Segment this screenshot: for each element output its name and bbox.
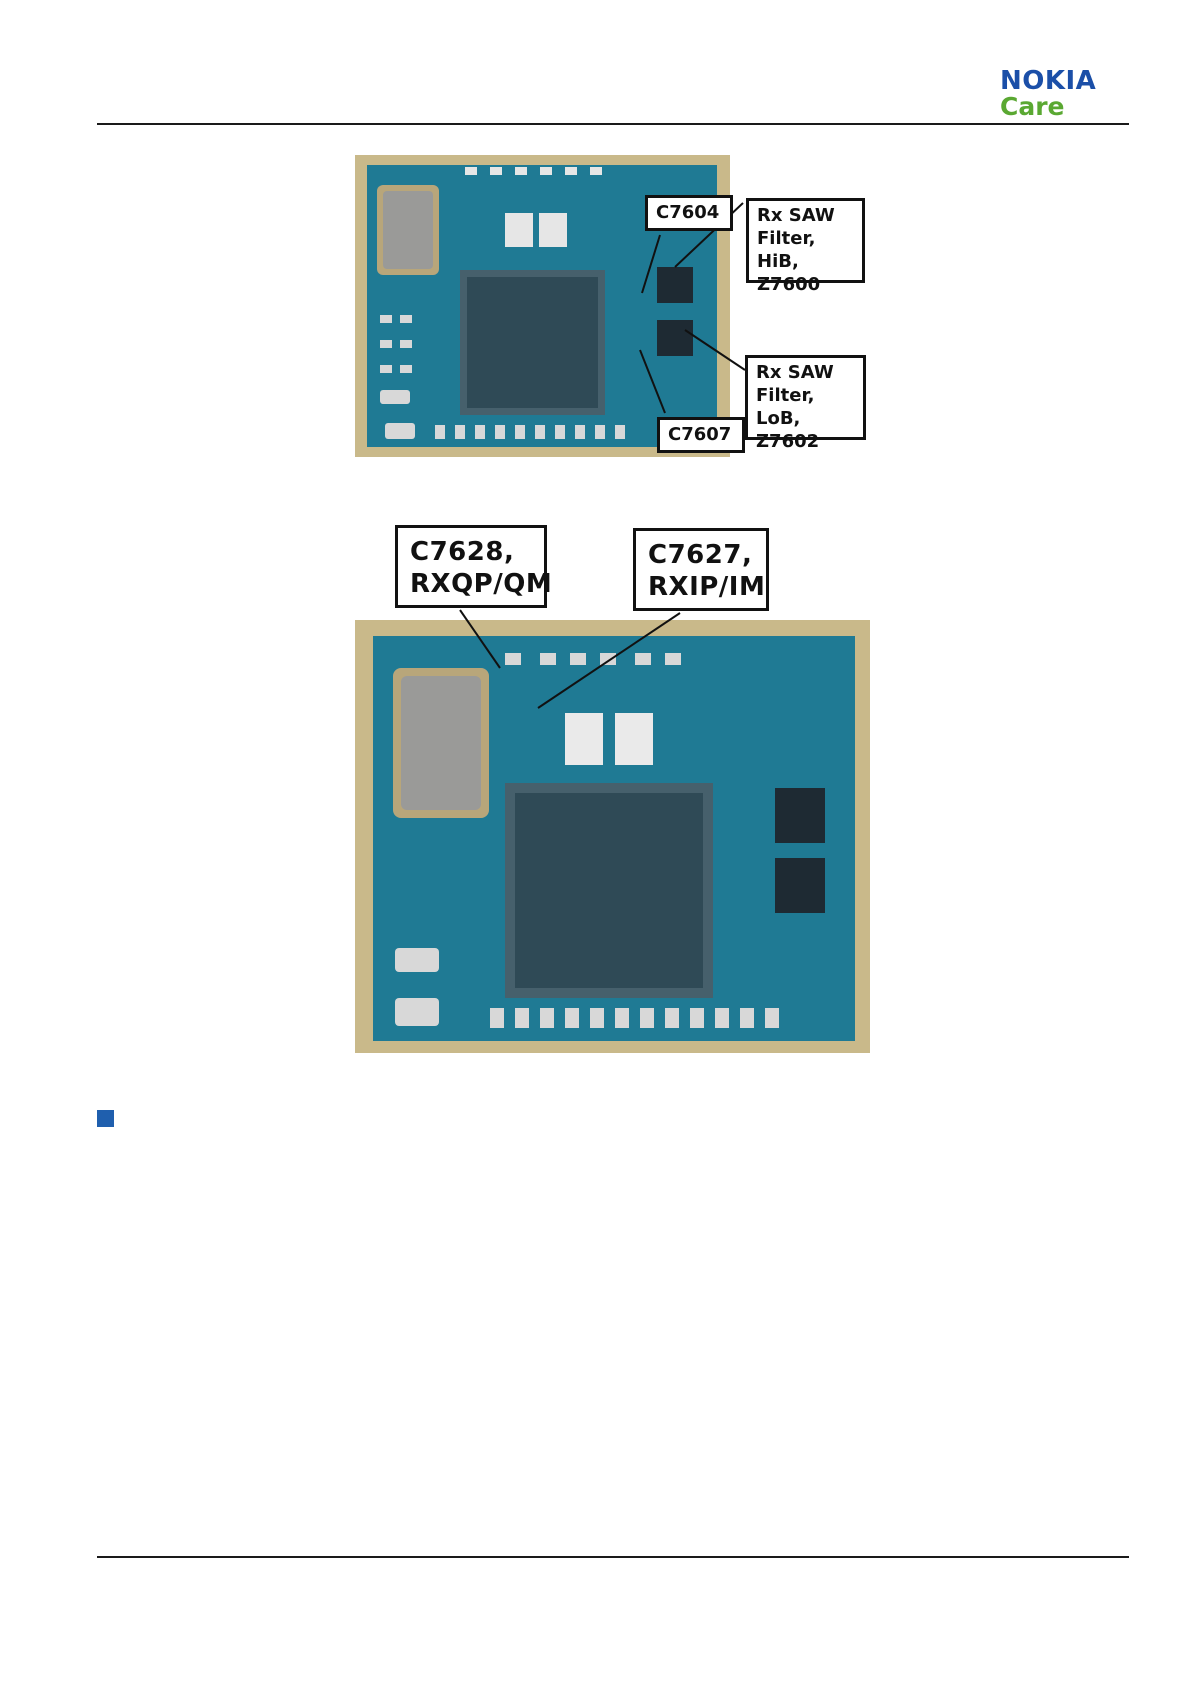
logo-subtitle: Care bbox=[1000, 92, 1065, 122]
callout-c7607: C7607 bbox=[657, 417, 745, 453]
header-rule bbox=[97, 123, 1129, 125]
callout-c7604: C7604 bbox=[645, 195, 733, 231]
nokia-care-logo: NOKIA Care bbox=[1000, 66, 1130, 124]
callout-rx-saw-lob: Rx SAW Filter, LoB, Z7602 bbox=[745, 355, 866, 440]
square-bullet-icon bbox=[97, 1110, 114, 1127]
callout-c7627-rxip-im: C7627, RXIP/IM bbox=[633, 528, 769, 611]
callout-c7628-rxqp-qm: C7628, RXQP/QM bbox=[395, 525, 547, 608]
footer-rule bbox=[97, 1556, 1129, 1558]
figure-pcb-top: C7604 Rx SAW Filter, HiB, Z7600 Rx SAW F… bbox=[355, 155, 865, 457]
callout-rx-saw-hib: Rx SAW Filter, HiB, Z7600 bbox=[746, 198, 865, 283]
figure-pcb-angled: C7628, RXQP/QM C7627, RXIP/IM bbox=[355, 518, 870, 1053]
